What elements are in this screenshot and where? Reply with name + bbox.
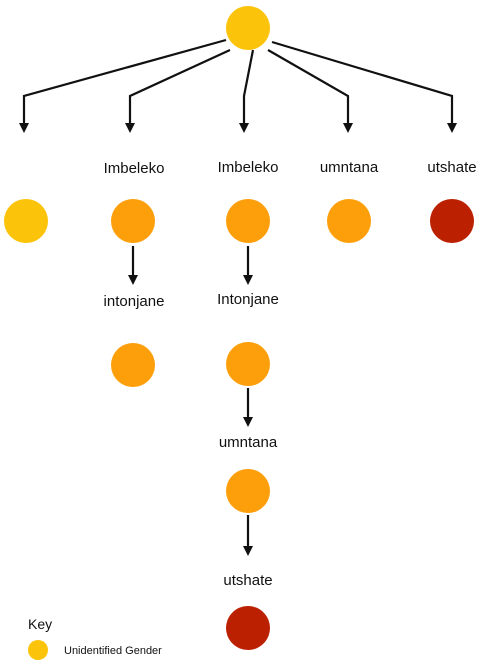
label-imbeleko-2: Imbeleko — [218, 159, 279, 176]
root-node — [226, 6, 270, 50]
node-imbeleko-2 — [226, 199, 270, 243]
label-umntana-2: umntana — [219, 434, 278, 451]
label-umntana-1: umntana — [320, 159, 379, 176]
node-utshate-2 — [226, 606, 270, 650]
edge-root-to-node4 — [267, 49, 353, 133]
node-unidentified — [4, 199, 48, 243]
key-title: Key — [28, 616, 52, 632]
edge-root-to-node2 — [125, 49, 231, 133]
edge-root-to-node1 — [19, 38, 227, 133]
node-umntana-1 — [327, 199, 371, 243]
key-label-unidentified: Unidentified Gender — [64, 645, 162, 657]
key-swatch-unidentified — [28, 640, 48, 660]
label-utshate-1: utshate — [427, 159, 476, 176]
node-imbeleko-1 — [111, 199, 155, 243]
label-intonjane-2: Intonjane — [217, 291, 279, 308]
edge-root-to-node5 — [271, 40, 457, 133]
label-imbeleko-1: Imbeleko — [104, 160, 165, 177]
edge-root-to-node3 — [239, 49, 255, 133]
label-intonjane-1: intonjane — [104, 293, 165, 310]
label-utshate-2: utshate — [223, 572, 272, 589]
node-intonjane-1 — [111, 343, 155, 387]
node-umntana-2 — [226, 469, 270, 513]
node-intonjane-2 — [226, 342, 270, 386]
node-utshate-1 — [430, 199, 474, 243]
